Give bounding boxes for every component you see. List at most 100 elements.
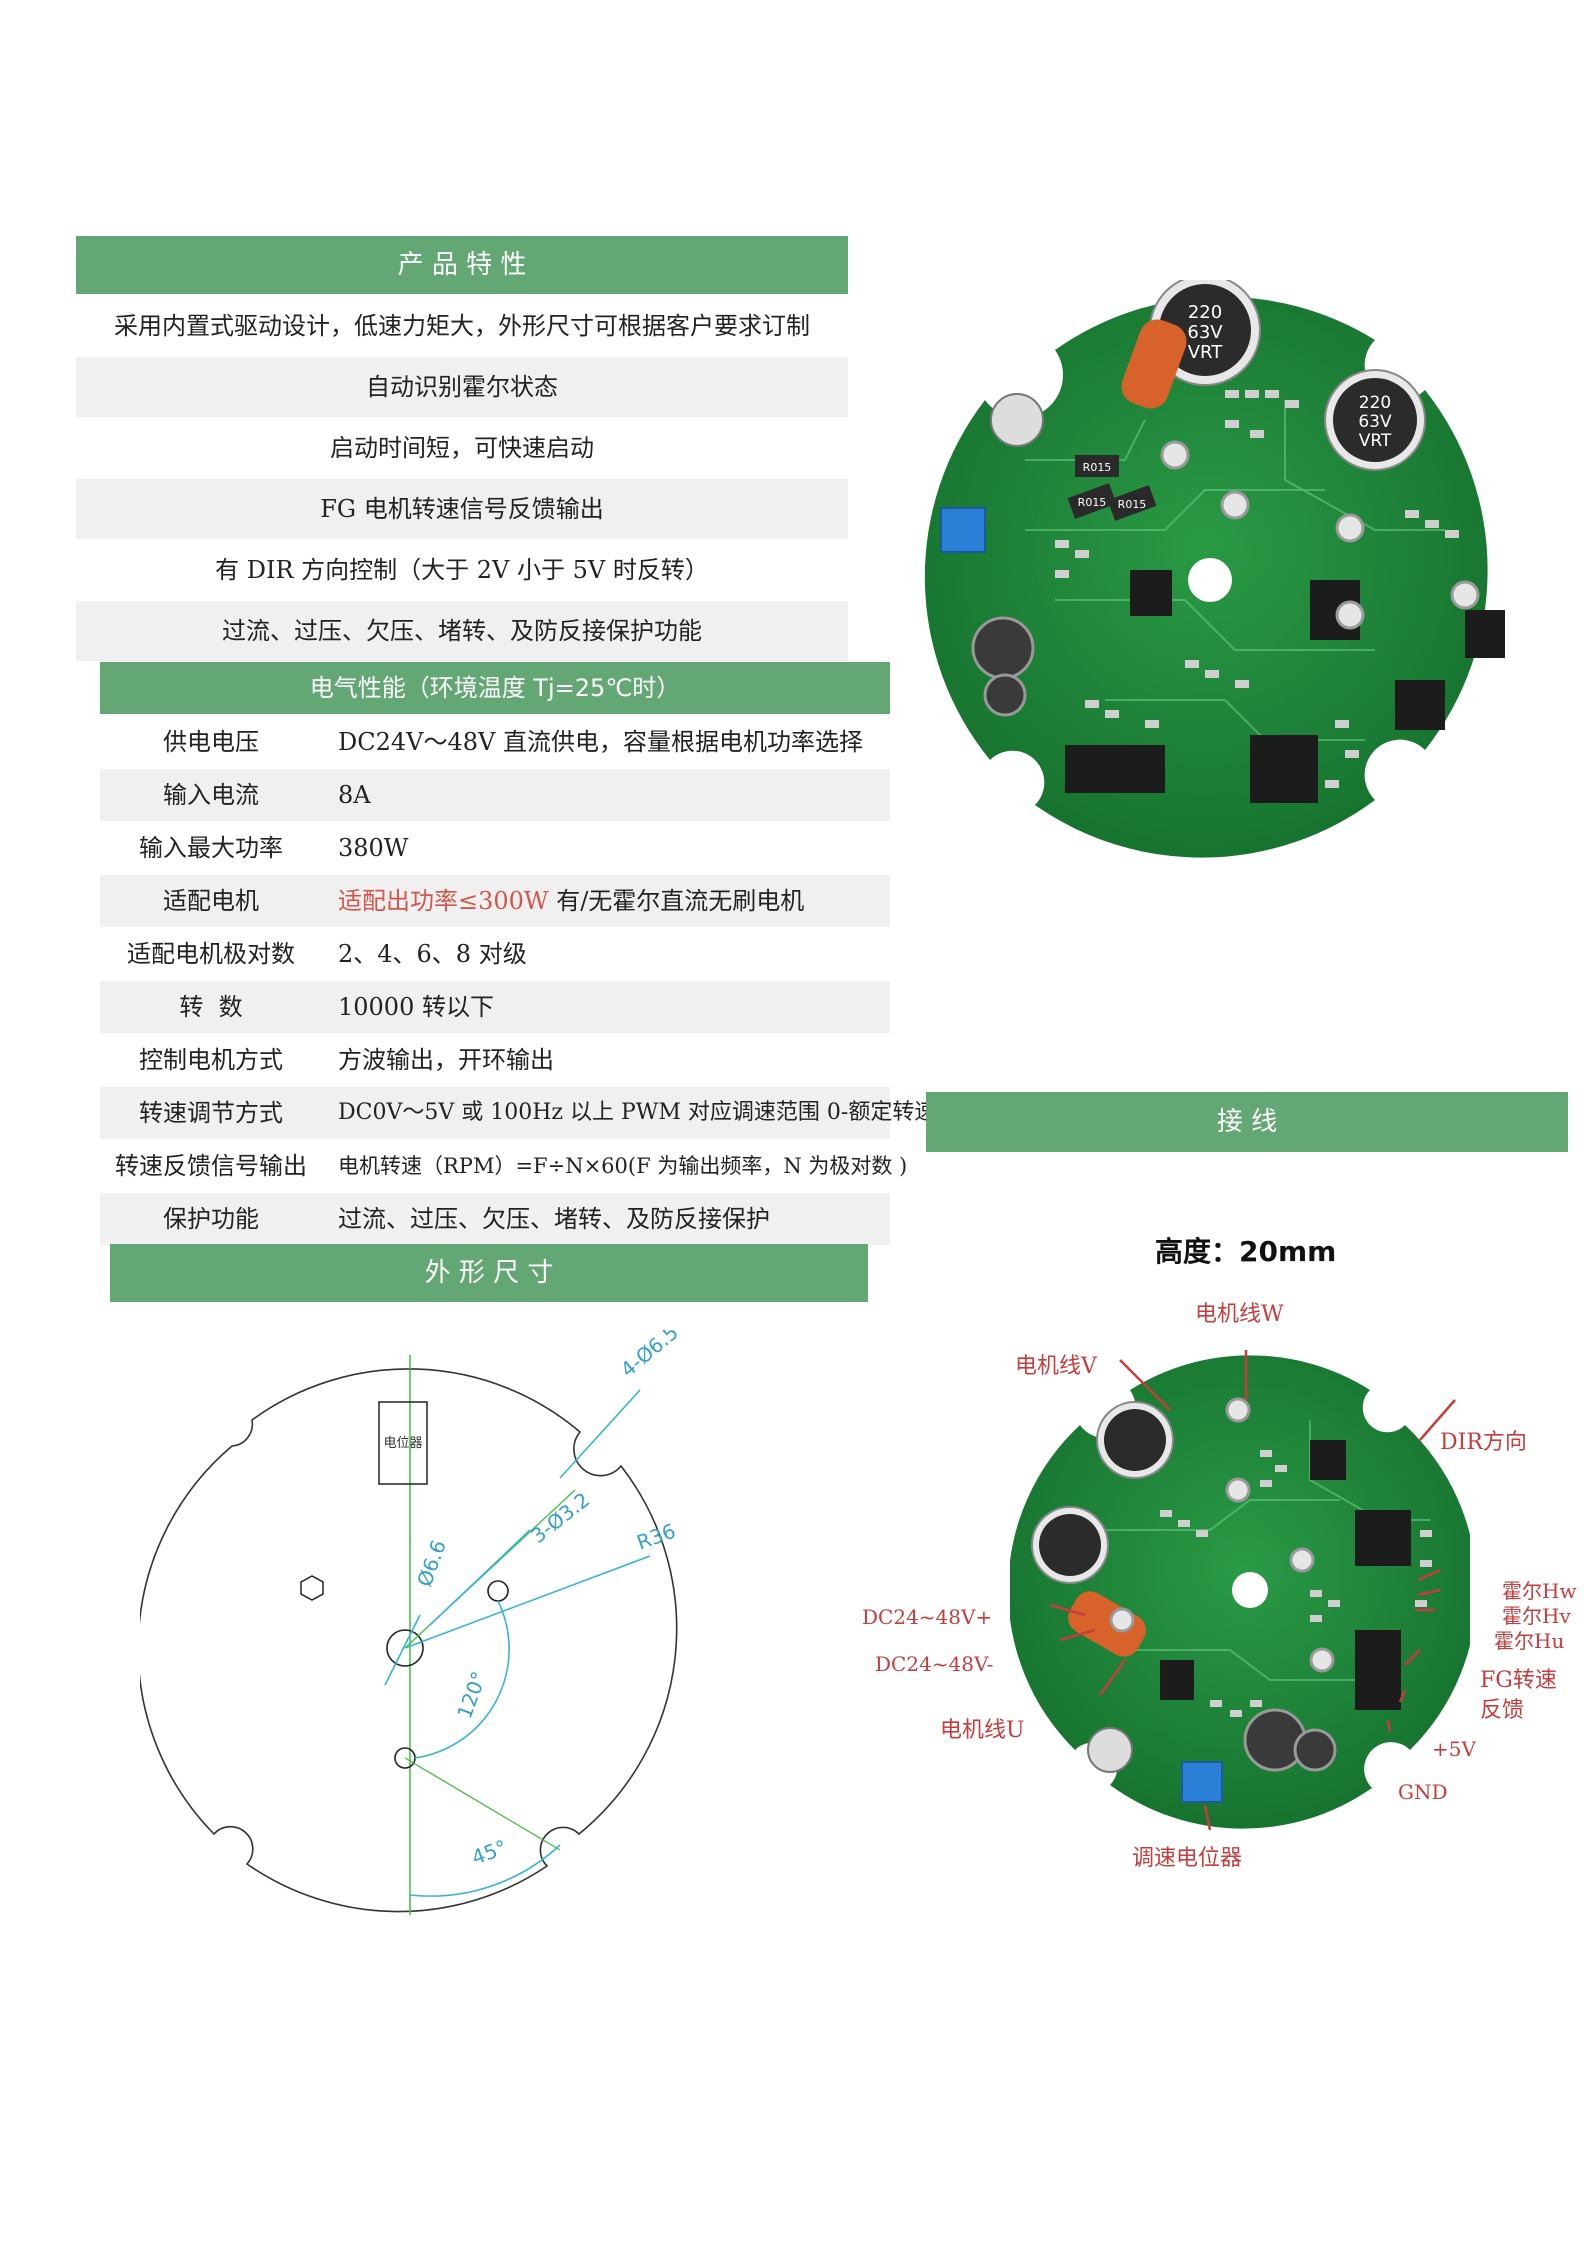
spec-value: DC0V～5V 或 100Hz 以上 PWM 对应调速范围 0-额定转速	[338, 1100, 937, 1125]
mounting-hole	[1232, 1572, 1268, 1608]
angle-120-label: 120°	[452, 1668, 491, 1721]
resistor	[1107, 485, 1157, 521]
ic-chip	[1130, 570, 1172, 616]
label-motor-w: 电机线W	[1195, 1302, 1284, 1327]
label-5v: +5V	[1432, 1737, 1476, 1761]
electrical-header-text: 电气性能（环境温度 Tj=25℃时）	[309, 674, 681, 702]
label-pot: 调速电位器	[1132, 1846, 1243, 1871]
pad	[1450, 580, 1480, 610]
potentiometer-label: 电位器	[383, 1436, 422, 1451]
dimensions-header-text: 外 形 尺 寸	[424, 1258, 554, 1288]
resistor	[1075, 455, 1119, 477]
pad	[1309, 1647, 1335, 1673]
small-capacitor	[990, 393, 1044, 447]
features-header: 产 品 特 性	[76, 236, 848, 294]
blue-potentiometer	[1181, 1761, 1223, 1803]
ic-chip	[1310, 1440, 1346, 1480]
wiring-header-text: 接 线	[1216, 1107, 1278, 1137]
spec-value: 适配出功率≤300W 有/无霍尔直流无刷电机	[338, 875, 890, 927]
small-capacitor	[1087, 1727, 1133, 1773]
pad	[1109, 1607, 1135, 1633]
capacitor-top	[1104, 1409, 1166, 1471]
potentiometer-box	[378, 1401, 428, 1485]
ic-chip	[1065, 745, 1165, 793]
label-hall-w: 霍尔Hw	[1502, 1579, 1577, 1603]
feature-item: 启动时间短，可快速启动	[330, 434, 594, 462]
film-capacitor	[1121, 319, 1187, 409]
smd-components	[1055, 390, 1459, 788]
spec-key: 输入最大功率	[139, 834, 283, 862]
pad	[1335, 600, 1365, 630]
small-capacitor	[971, 616, 1035, 680]
radius-dim-line	[404, 1555, 651, 1649]
spec-value: 2、4、6、8 对级	[338, 940, 527, 968]
spec-row: 输入电流 8A	[100, 769, 890, 821]
spec-key: 转 数	[179, 993, 243, 1021]
pad	[1220, 490, 1250, 520]
small-capacitor	[1293, 1728, 1337, 1772]
wiring-header: 接 线	[926, 1092, 1568, 1152]
pcb-photo-top: 220 63V VRT 220 63V VRT R015 R015 R015	[924, 280, 1505, 858]
resistor-text: R015	[1078, 496, 1107, 509]
ic-chip	[1355, 1630, 1401, 1710]
spec-value: 10000 转以下	[338, 993, 494, 1021]
resistor	[1067, 483, 1117, 519]
feature-item: 过流、过压、欠压、堵转、及防反接保护功能	[76, 601, 848, 661]
arc-ref-line	[404, 1757, 561, 1851]
height-label: 高度：20mm	[1155, 1235, 1337, 1268]
dimension-drawing: 电位器 4-Ø6.5 3-Ø3.2 R36 Ø6.6 120° 45°	[140, 1330, 683, 1915]
feature-item: 采用内置式驱动设计，低速力矩大，外形尺寸可根据客户要求订制	[114, 312, 810, 340]
spec-row: 控制电机方式 方波输出，开环输出	[100, 1034, 890, 1086]
ic-chip	[1395, 680, 1445, 730]
radius-dim-label: R36	[634, 1519, 679, 1555]
spec-key: 输入电流	[163, 781, 259, 809]
pcb-photo-wiring	[1010, 1350, 1470, 1831]
features-header-text: 产 品 特 性	[397, 250, 527, 280]
spec-row: 转速反馈信号输出 电机转速（RPM）=F÷N×60(F 为输出频率，N 为极对数…	[100, 1140, 908, 1192]
blue-potentiometer	[940, 507, 986, 553]
angle-arc-45	[409, 1844, 561, 1897]
label-hall-u: 霍尔Hu	[1494, 1629, 1565, 1653]
spec-value: DC24V～48V 直流供电，容量根据电机功率选择	[338, 728, 863, 756]
spec-key: 控制电机方式	[139, 1046, 283, 1074]
spec-row: 适配电机极对数 2、4、6、8 对级	[100, 928, 890, 980]
center-hole	[386, 1629, 424, 1667]
label-gnd: GND	[1398, 1780, 1448, 1804]
label-motor-v: 电机线V	[1015, 1354, 1097, 1379]
label-fg-feedback: 反馈	[1480, 1698, 1525, 1723]
spec-row: 输入最大功率 380W	[100, 822, 890, 874]
pad	[1289, 1547, 1315, 1573]
spec-value: 电机转速（RPM）=F÷N×60(F 为输出频率，N 为极对数 )	[338, 1154, 908, 1178]
capacitor-text: 220	[1188, 302, 1222, 323]
resistor-text: R015	[1118, 498, 1147, 511]
feature-item: 有 DIR 方向控制（大于 2V 小于 5V 时反转）	[215, 556, 709, 584]
spec-value-rest: 有/无霍尔直流无刷电机	[548, 887, 805, 915]
capacitor-text: 63V	[1358, 412, 1392, 432]
angle-45-label: 45°	[469, 1835, 511, 1870]
label-dc-minus: DC24~48V-	[875, 1652, 994, 1676]
mounting-hole	[1188, 558, 1232, 602]
pad	[1160, 440, 1190, 470]
capacitor-text: VRT	[1359, 431, 1392, 451]
spec-key: 适配电机极对数	[127, 940, 295, 968]
center-hole-dim-label: Ø6.6	[412, 1537, 451, 1590]
center-dim-line	[384, 1614, 421, 1686]
ic-chip	[1160, 1660, 1194, 1700]
ic-chip	[1355, 1510, 1411, 1566]
small-holes-dim-label: 3-Ø3.2	[526, 1487, 594, 1547]
small-hole-dim-line	[429, 1529, 531, 1626]
spec-value: 过流、过压、欠压、堵转、及防反接保护	[338, 1205, 770, 1233]
spec-key: 供电电压	[163, 728, 259, 756]
pad	[1225, 1397, 1251, 1423]
capacitor-text: VRT	[1188, 342, 1224, 363]
spec-row: 转 数 10000 转以下	[100, 981, 890, 1033]
spec-key: 适配电机	[163, 887, 259, 915]
spec-value: 380W	[338, 834, 409, 862]
spec-key: 保护功能	[163, 1205, 259, 1233]
hex-hole	[300, 1575, 324, 1601]
resistor-text: R015	[1083, 461, 1112, 474]
label-dir: DIR方向	[1440, 1430, 1527, 1455]
label-fg: FG转速	[1480, 1668, 1557, 1693]
board-outline	[140, 1368, 678, 1913]
label-motor-u: 电机线U	[940, 1718, 1025, 1743]
